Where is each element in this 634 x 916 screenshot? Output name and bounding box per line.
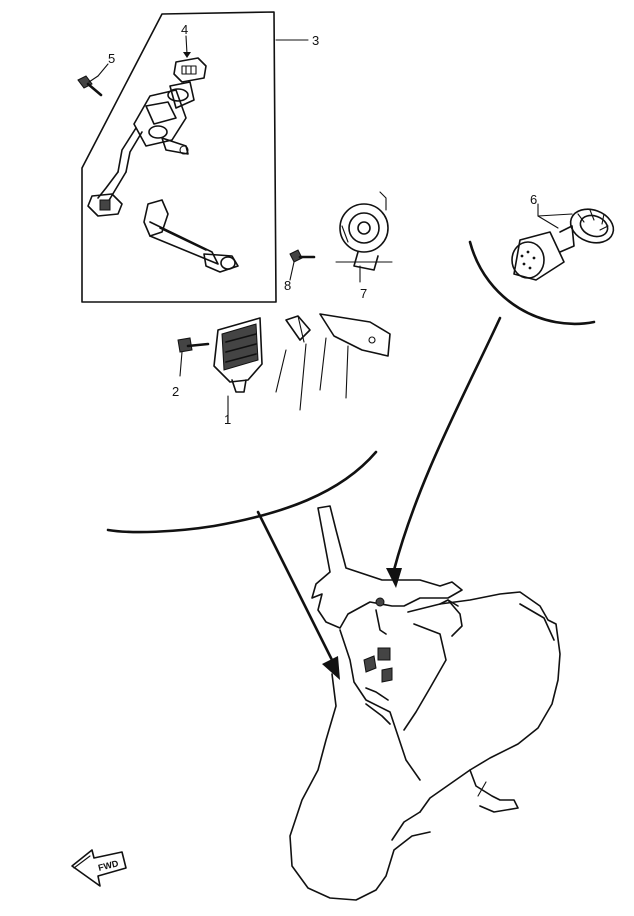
callout-7: 7 [360,286,367,301]
bolt-part-2 [177,337,210,377]
callout-6: 6 [530,192,537,207]
meter-part-6 [468,203,615,326]
horn-part-7 [335,191,393,283]
rectifier-detail-arc [106,450,378,534]
screw-part-5 [77,63,109,97]
mounting-bracket [275,313,391,411]
bolt-part-8 [289,249,316,281]
scooter-body-outline [289,505,561,901]
callout-8: 8 [284,278,291,293]
pointer-arrow-to-handlebar [386,316,502,588]
meter-lens-ring [569,208,615,244]
scooter-installed-parts [363,597,393,725]
callout-2: 2 [172,384,179,399]
main-switch-assembly-group [77,11,309,303]
pointer-arrow-to-front-panel [256,510,340,680]
callout-1: 1 [224,412,231,427]
meter-detail-arc [468,240,596,326]
callout-3: 3 [312,33,319,48]
fwd-direction-marker: FWD [71,849,127,887]
seat-lock-lever [143,199,239,273]
assembly-3-frame [81,11,277,303]
callout-5: 5 [108,51,115,66]
fwd-label: FWD [97,858,120,873]
main-switch-body [87,81,195,217]
rectifier-part-1 [213,317,263,423]
key-cylinder-part-4 [173,35,207,83]
callout-4: 4 [181,22,188,37]
